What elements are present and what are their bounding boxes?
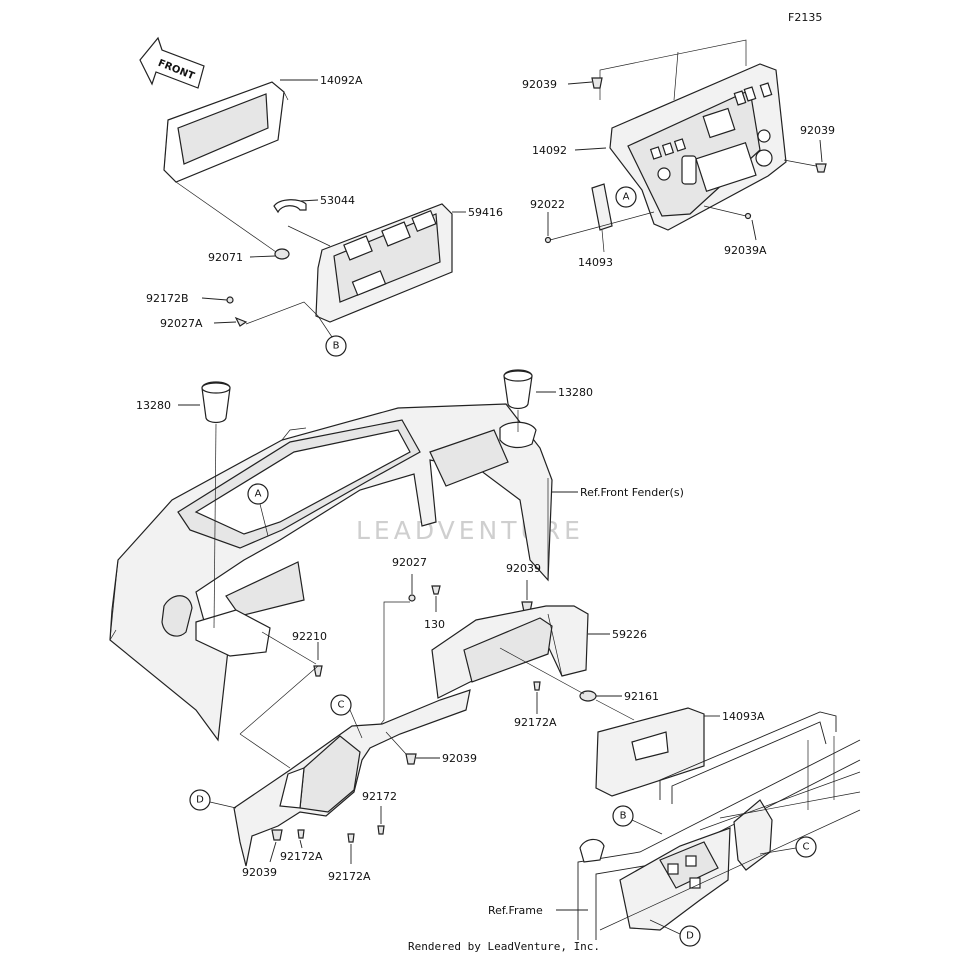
callout-B-top-label: B	[333, 341, 340, 352]
screw-92210	[313, 665, 323, 677]
callout-C-mid	[330, 694, 352, 716]
frame	[577, 711, 861, 940]
trim-14093	[591, 183, 613, 231]
label-92039-bottom: 92039	[242, 866, 277, 879]
label-92172A-left: 92172A	[280, 850, 323, 863]
meter-unit-59416	[315, 203, 453, 323]
screw-92172B	[226, 296, 234, 304]
glove-box-59226	[431, 605, 589, 699]
callout-A-top	[615, 186, 637, 208]
label-53044: 53044	[320, 194, 355, 207]
cup-holder-13280-left	[201, 381, 231, 424]
callout-C-bottom-label: C	[803, 842, 810, 853]
screw-92172A-left	[297, 829, 305, 839]
clip-92027A	[234, 316, 248, 327]
lower-dash-panel	[233, 689, 471, 867]
cup-holder-13280-right	[503, 369, 533, 410]
clip-92027	[408, 594, 416, 602]
front-arrow-icon: FRONT	[139, 36, 205, 89]
callout-A-top-label: A	[623, 192, 630, 203]
label-92039A: 92039A	[724, 244, 767, 257]
label-130: 130	[424, 618, 445, 631]
callout-C-mid-label: C	[338, 700, 345, 711]
label-92172A-mid: 92172A	[514, 716, 557, 729]
dash-panel-14092	[609, 63, 787, 231]
callout-B-bottom	[612, 805, 634, 827]
label-92172B: 92172B	[146, 292, 189, 305]
label-92022: 92022	[530, 198, 565, 211]
meter-housing-14092A	[163, 81, 289, 183]
label-92210: 92210	[292, 630, 327, 643]
lid-14093A	[595, 707, 705, 797]
figure-code: F2135	[788, 11, 822, 24]
label-14092A: 14092A	[320, 74, 363, 87]
label-92172: 92172	[362, 790, 397, 803]
label-92039-low: 92039	[442, 752, 477, 765]
label-14092: 14092	[532, 144, 567, 157]
clip-92039-bottom	[271, 829, 283, 841]
clip-92039-right	[815, 163, 827, 173]
callout-A-mid-label: A	[255, 489, 262, 500]
band-53044	[273, 199, 307, 214]
label-14093: 14093	[578, 256, 613, 269]
grommet-92161	[579, 690, 597, 702]
clip-92039-top	[591, 77, 603, 89]
grommet-92071	[274, 248, 290, 260]
clip-92039-low	[405, 753, 417, 765]
label-92039-top: 92039	[522, 78, 557, 91]
label-92027A: 92027A	[160, 317, 203, 330]
label-92071: 92071	[208, 251, 243, 264]
callout-B-top	[325, 335, 347, 357]
label-92161: 92161	[624, 690, 659, 703]
callout-D-left-label: D	[196, 795, 204, 806]
callout-C-bottom	[795, 836, 817, 858]
label-92039-mid: 92039	[506, 562, 541, 575]
nut-130	[431, 585, 441, 595]
label-92039-right: 92039	[800, 124, 835, 137]
label-ref-front-fender: Ref.Front Fender(s)	[580, 486, 684, 499]
callout-D-left	[189, 789, 211, 811]
callout-D-bottom-label: D	[686, 931, 694, 942]
callout-B-bottom-label: B	[620, 811, 627, 822]
label-13280-left: 13280	[136, 399, 171, 412]
label-ref-frame: Ref.Frame	[488, 904, 543, 917]
screw-92172A-bottom	[347, 833, 355, 843]
label-14093A: 14093A	[722, 710, 765, 723]
footer-credit: Rendered by LeadVenture, Inc.	[408, 940, 600, 953]
label-92172A-bottom: 92172A	[328, 870, 371, 883]
grommet-92022	[544, 236, 552, 244]
label-59416: 59416	[468, 206, 503, 219]
label-92027: 92027	[392, 556, 427, 569]
callout-A-mid	[247, 483, 269, 505]
clip-92039A	[744, 212, 752, 220]
screw-92172	[377, 825, 385, 835]
callout-D-bottom	[679, 925, 701, 947]
label-13280-right: 13280	[558, 386, 593, 399]
dashboard-body	[109, 403, 553, 742]
label-59226: 59226	[612, 628, 647, 641]
screw-92172A-mid	[533, 681, 541, 691]
